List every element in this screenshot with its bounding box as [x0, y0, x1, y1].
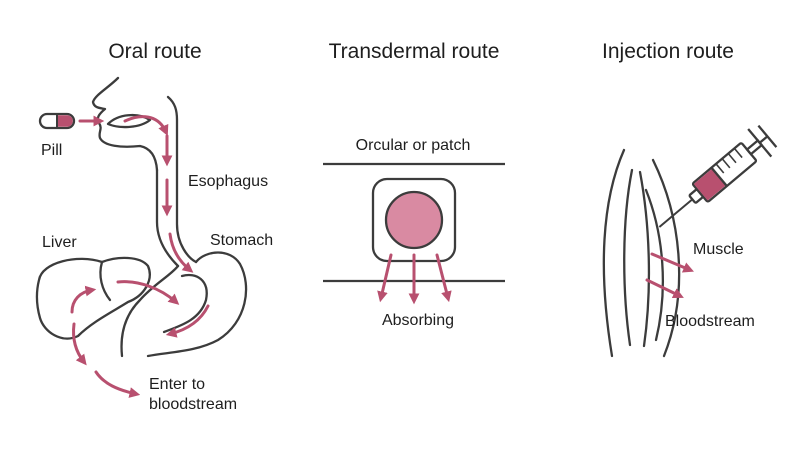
liver-to-stomach-arrow: [116, 280, 180, 305]
muscle-fiber-1: [623, 168, 634, 347]
injection-route-title: Injection route: [602, 40, 734, 63]
absorb-arrow-left: [377, 253, 393, 303]
bloodstream-label-line2: bloodstream: [149, 396, 237, 413]
stomach-label: Stomach: [210, 232, 273, 249]
esophagus-label: Esophagus: [188, 173, 268, 190]
muscle-label: Muscle: [693, 241, 744, 258]
liver-lobe-line: [99, 260, 112, 302]
bloodstream-arrow: [645, 278, 684, 299]
stomach-to-intestine-arrow: [165, 304, 210, 338]
oral-route-section: Oral route Pill Esophagus Stomach: [35, 40, 273, 413]
transdermal-route-title: Transdermal route: [329, 40, 500, 63]
injection-route-section: Injection route Muscle Bloodstream: [602, 40, 778, 358]
head-profile-outline: [91, 76, 159, 172]
esophagus-to-stomach-arrow: [168, 232, 194, 273]
esophagus-outline-left: [155, 168, 180, 268]
to-bloodstream-arrow: [94, 370, 141, 398]
bloodstream-label-line1: Enter to: [149, 376, 205, 393]
oral-route-title: Oral route: [108, 40, 201, 63]
patch-label: Orcular or patch: [356, 137, 471, 154]
absorb-arrow-right: [435, 253, 452, 303]
muscle-fiber-2: [638, 170, 651, 348]
mouth-outline: [106, 113, 152, 129]
liver-down-arrow: [72, 322, 87, 366]
muscle-fiber-3: [644, 188, 665, 342]
absorbing-label: Absorbing: [382, 312, 454, 329]
liver-outline: [35, 256, 151, 340]
stomach-outline: [120, 251, 248, 358]
liver-label: Liver: [42, 234, 77, 251]
muscle-outline-left: [602, 148, 626, 358]
esophagus-outline-right: [166, 95, 198, 264]
transdermal-route-section: Transdermal route Orcular or patch Absor…: [323, 40, 505, 329]
injection-bloodstream-label: Bloodstream: [665, 313, 755, 330]
syringe-icon: [658, 124, 778, 228]
pill-label: Pill: [41, 142, 62, 159]
mouth-to-esophagus-arrow: [123, 115, 169, 136]
pill-icon: [38, 112, 76, 130]
muscle-outline-right: [651, 158, 681, 358]
patch-drug-reservoir: [384, 190, 444, 250]
muscle-arrow: [650, 252, 694, 273]
stomach-inner-outline: [162, 273, 208, 334]
liver-up-arrow: [70, 285, 97, 314]
